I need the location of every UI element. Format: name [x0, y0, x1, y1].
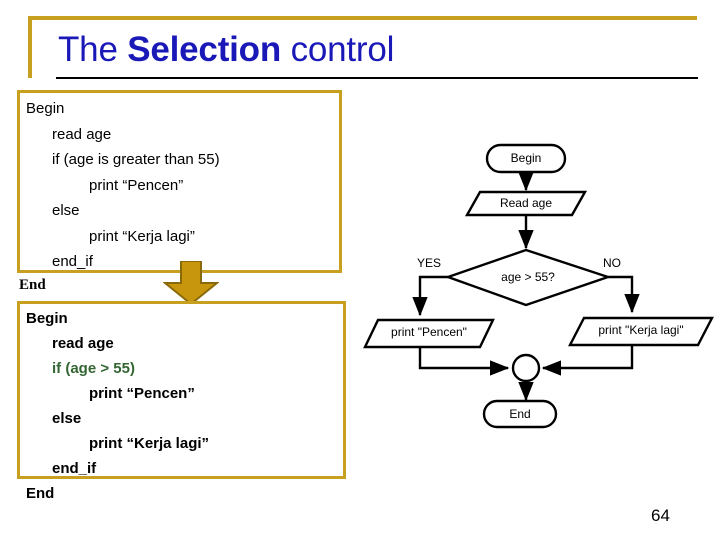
arrow-down-icon: [162, 260, 220, 306]
flow-label-print-kerja-lagi: print "Kerja lagi": [598, 323, 684, 337]
page-title-emphasis: Selection: [127, 30, 282, 69]
page-title-prefix: The: [58, 30, 128, 69]
code-line: end_if: [52, 253, 93, 270]
code-line: Begin: [26, 310, 68, 327]
flowchart: Begin Read age age > 55? YES NO print "P…: [360, 130, 720, 440]
pseudocode-plain-lines: Begin read age if (age is greater than 5…: [26, 96, 335, 275]
pseudocode-formal-lines: Begin read age if (age > 55) print “Penc…: [26, 306, 339, 506]
flow-label-print-pencen: print "Pencen": [391, 325, 467, 339]
pseudocode-plain-end: End: [19, 277, 46, 293]
flow-node-end: [482, 399, 558, 429]
flow-edge-yes: [412, 275, 448, 317]
flow-edge-no: [608, 275, 640, 314]
code-line: print “Pencen”: [89, 385, 195, 402]
flow-label-yes: YES: [417, 256, 442, 270]
flow-node-connector: [511, 353, 541, 383]
page-number: 64: [651, 506, 670, 525]
flow-node-print-pencen: [363, 318, 495, 349]
flow-label-decision: age > 55?: [501, 270, 555, 284]
pseudocode-plain-box: Begin read age if (age is greater than 5…: [17, 90, 342, 273]
code-line: else: [52, 410, 82, 427]
title-frame-top-rule: [28, 16, 697, 20]
code-line: End: [26, 485, 55, 502]
code-line: print “Kerja lagi”: [89, 435, 210, 452]
flowchart-svg: [363, 143, 714, 429]
flow-edge-pencen-merge: [418, 347, 510, 376]
flow-label-begin: Begin: [510, 151, 542, 165]
flow-label-read-age: Read age: [499, 196, 553, 210]
code-line: read age: [52, 125, 112, 143]
flow-label-end: End: [509, 407, 531, 421]
flow-edge-kerja-merge: [541, 345, 634, 376]
code-line: end_if: [52, 460, 97, 477]
flow-node-read-age: [464, 190, 588, 217]
flow-node-decision: [444, 248, 612, 307]
code-line: Begin: [26, 100, 65, 117]
code-line-condition: if (age > 55): [52, 360, 135, 377]
flow-node-print-kerja-lagi: [568, 316, 714, 347]
code-line: print “Kerja lagi”: [89, 227, 195, 245]
code-line: if (age is greater than 55): [52, 151, 220, 168]
page-title-suffix: control: [281, 30, 395, 69]
pseudocode-formal-box: Begin read age if (age > 55) print “Penc…: [17, 301, 346, 502]
page-title: The Selection control: [58, 28, 394, 72]
code-line: print “Pencen”: [89, 176, 184, 194]
flow-label-no: NO: [603, 256, 621, 270]
title-frame-left-rule: [28, 16, 32, 78]
code-line: read age: [52, 335, 114, 352]
title-underline: [56, 77, 698, 79]
code-line: else: [52, 202, 80, 219]
